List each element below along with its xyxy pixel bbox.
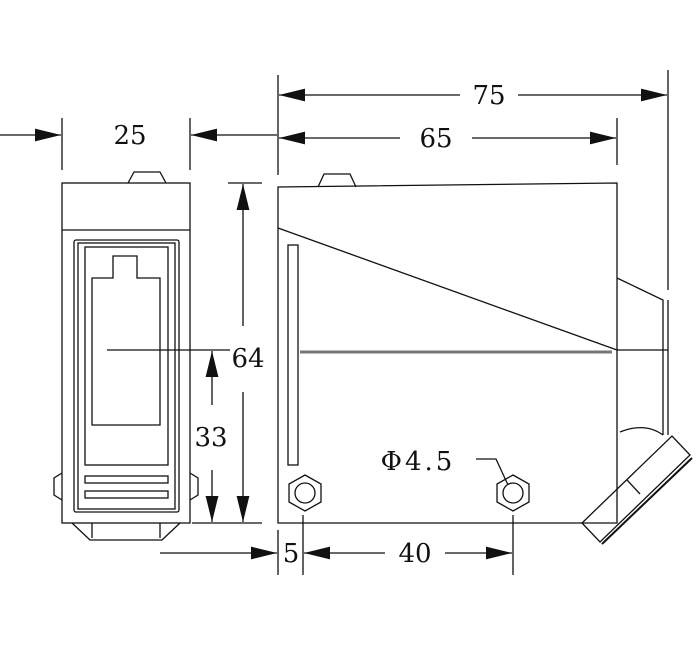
dim-width: 25 [113, 121, 146, 151]
dim-hole-spacing: 40 [398, 539, 431, 569]
dimension-lines [0, 70, 669, 575]
side-view [277, 173, 693, 545]
mounting-hole-right [496, 474, 530, 512]
dim-hole-offset: 5 [283, 539, 300, 569]
front-view [53, 171, 230, 541]
dim-hole-diameter: Φ4.5 [381, 447, 456, 477]
dim-overall-length: 75 [472, 81, 505, 111]
mounting-hole-left [288, 474, 322, 512]
dim-height: 64 [231, 344, 264, 374]
dimension-labels: 75 65 25 64 33 5 40 Φ4.5 [113, 81, 505, 569]
dim-axis-height: 33 [194, 423, 227, 453]
dim-body-length: 65 [419, 124, 452, 154]
